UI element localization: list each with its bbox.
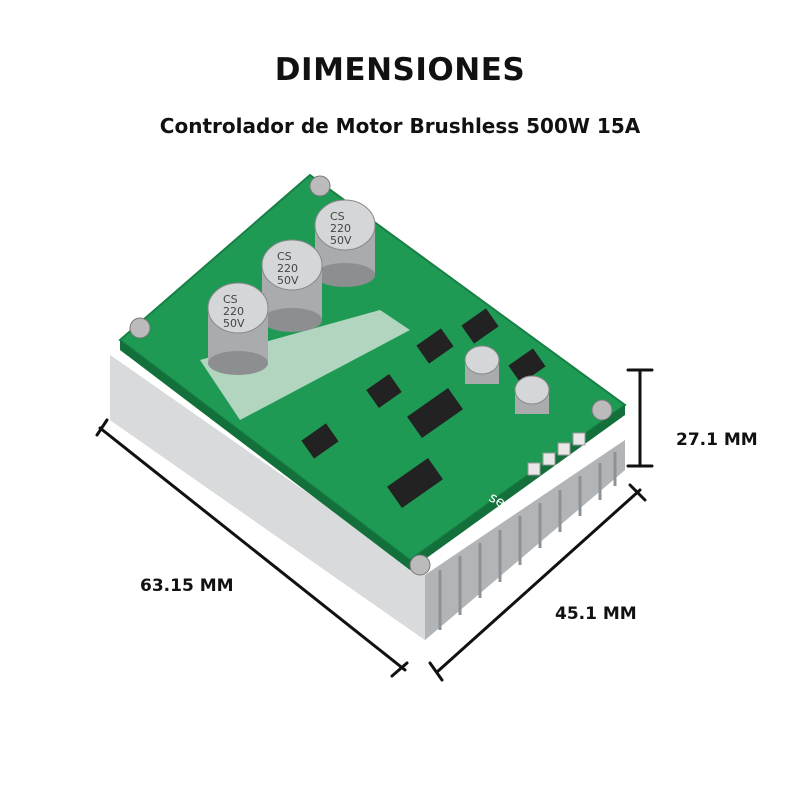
screw-icon: [129, 317, 151, 339]
cap-marking: 50V: [330, 234, 352, 247]
heatsink: [110, 355, 625, 640]
cap-marking: 50V: [223, 317, 245, 330]
cap-marking: CS: [277, 250, 292, 263]
height-dimension-label: 27.1 MM: [676, 430, 758, 450]
cap-marking: CS: [223, 293, 238, 306]
cap-marking: 220: [330, 222, 351, 235]
capacitors: CS 220 50V CS 220 50V CS 220 50V: [207, 199, 550, 414]
cap-marking: CS: [330, 210, 345, 223]
length-dimension-label: 63.15 MM: [140, 576, 234, 596]
cap-marking: 50V: [277, 274, 299, 287]
screw-icon: [309, 175, 331, 197]
cap-marking: 220: [277, 262, 298, 275]
cap-marking: 220: [223, 305, 244, 318]
pcb-board: set: [118, 173, 627, 576]
length-dimension-line: [98, 426, 407, 672]
screw-icon: [409, 554, 431, 576]
screw-icon: [591, 399, 613, 421]
page-title: DIMENSIONES: [274, 52, 526, 88]
dimension-lines: [95, 368, 654, 682]
width-dimension-label: 45.1 MM: [555, 604, 637, 624]
product-subtitle: Controlador de Motor Brushless 500W 15A: [159, 114, 641, 138]
width-dimension-line: [435, 488, 642, 674]
